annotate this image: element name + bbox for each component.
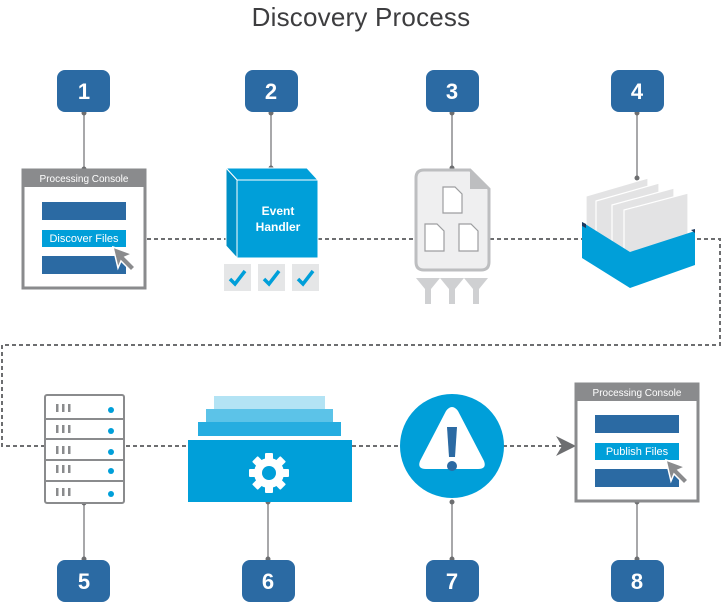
publish-files-button: [595, 443, 679, 460]
server-unit: [56, 404, 114, 413]
step-number: 4: [631, 79, 644, 104]
console-bar: [595, 469, 679, 487]
publish-files-label: Publish Files: [606, 446, 669, 458]
processing-console-icon: Processing Console Discover Files: [21, 168, 147, 290]
step-number: 6: [262, 569, 274, 594]
badge-stems: [81, 110, 640, 562]
console-bar: [42, 256, 126, 274]
document-with-files-icon: [414, 168, 491, 272]
step-badge-7: 7: [426, 560, 479, 602]
file-icon: [458, 223, 479, 252]
file-icon: [442, 186, 463, 214]
filter-icon: [464, 278, 488, 304]
status-led: [108, 449, 114, 455]
console-bar: [595, 415, 679, 433]
server-unit: [56, 465, 114, 474]
discover-files-button: [42, 230, 126, 247]
step-number: 3: [446, 79, 458, 104]
console-bar: [42, 202, 126, 220]
server-unit: [56, 446, 114, 455]
event-handler-label-line1: Event: [262, 204, 295, 218]
step-number: 5: [78, 569, 90, 594]
step-badge-5: 5: [57, 560, 110, 602]
step-number: 2: [265, 79, 277, 104]
cursor-icon: [111, 245, 137, 273]
flow-connectors: [1, 238, 721, 456]
event-handler-label-line2: Handler: [256, 220, 301, 234]
event-handler-cube-icon: Event Handler: [224, 166, 320, 260]
warning-icon: [400, 394, 504, 498]
connector-4-5: [1, 238, 721, 447]
step-number: 1: [78, 79, 90, 104]
step-badge-3: 3: [426, 70, 479, 112]
server-unit: [56, 488, 114, 497]
file-icon: [424, 223, 445, 252]
checkmark-icon: [258, 264, 285, 291]
checkmark-icon: [292, 264, 319, 291]
step-badge-6: 6: [242, 560, 295, 602]
console-title: Processing Console: [40, 174, 129, 185]
step-number: 8: [631, 569, 643, 594]
file-box-icon: [582, 177, 695, 288]
status-led: [108, 468, 114, 474]
diagram-title: Discovery Process: [251, 2, 471, 32]
status-led: [108, 407, 114, 413]
discover-files-label: Discover Files: [49, 233, 119, 245]
status-led: [108, 491, 114, 497]
filter-row: [416, 278, 488, 304]
checkmark-icon: [224, 264, 251, 291]
gear-icon: [249, 453, 289, 493]
status-led: [108, 428, 114, 434]
step-badge-2: 2: [245, 70, 298, 112]
server-unit: [56, 425, 114, 434]
step-badge-8: 8: [611, 560, 664, 602]
step-badge-1: 1: [57, 70, 110, 112]
checkmark-row: [224, 264, 319, 291]
processing-console-icon: Processing Console Publish Files: [574, 382, 700, 503]
gear-stack-icon: [188, 396, 352, 502]
filter-icon: [440, 278, 464, 304]
step-number: 7: [446, 569, 458, 594]
server-rack-icon: [44, 394, 125, 504]
console-title: Processing Console: [593, 388, 682, 399]
cursor-icon: [664, 458, 690, 486]
step-badge-4: 4: [611, 70, 664, 112]
filter-icon: [416, 278, 440, 304]
